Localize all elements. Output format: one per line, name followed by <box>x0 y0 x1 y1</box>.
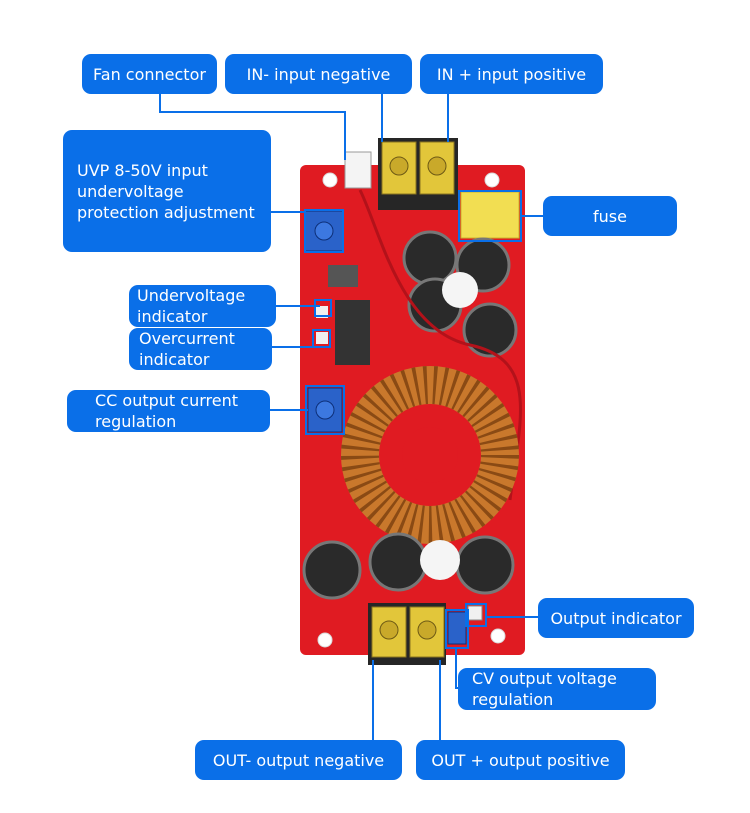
fuse-part <box>460 191 520 239</box>
label-out-negative: OUT- output negative <box>195 740 402 780</box>
mounting-hole <box>490 628 506 644</box>
input-terminal-negative <box>381 141 417 195</box>
label-out-positive: OUT + output positive <box>416 740 625 780</box>
label-cv-regulation: CV output voltage regulation <box>458 668 656 710</box>
label-in-positive: IN + input positive <box>420 54 603 94</box>
leader-fan-connector <box>159 94 346 160</box>
cv-potentiometer <box>447 611 467 645</box>
mounting-hole <box>317 632 333 648</box>
label-in-negative: IN- input negative <box>225 54 412 94</box>
leader-cv <box>455 647 458 689</box>
fan-connector-part <box>344 151 372 189</box>
mounting-hole <box>484 172 500 188</box>
label-uvp: UVP 8-50V input undervoltage protection … <box>63 130 271 252</box>
label-fan-connector: Fan connector <box>82 54 217 94</box>
label-undervoltage-indicator: Undervoltage indicator <box>129 285 276 327</box>
label-output-indicator: Output indicator <box>538 598 694 638</box>
mounting-hole <box>322 172 338 188</box>
label-fuse: fuse <box>543 196 677 236</box>
label-cc-regulation: CC output current regulation <box>67 390 270 432</box>
label-overcurrent-indicator: Overcurrent indicator <box>129 328 272 370</box>
